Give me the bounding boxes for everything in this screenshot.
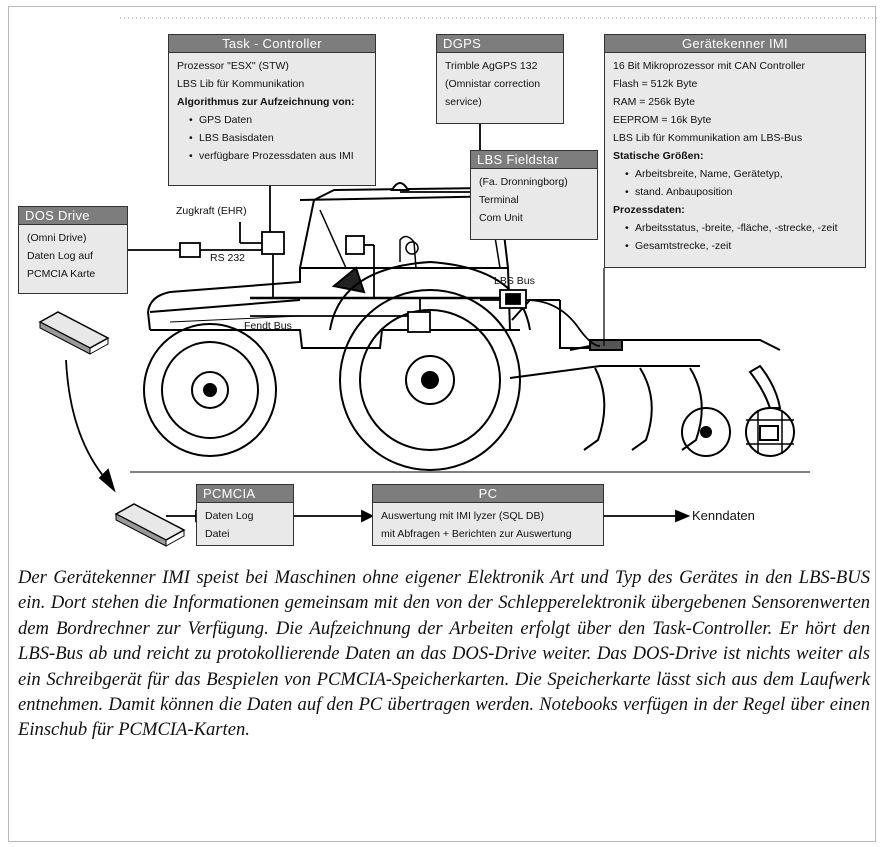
- tractor-system-diagram: [38, 17, 880, 547]
- rs232-label: RS 232: [210, 252, 246, 264]
- pcmcia-title: PCMCIA: [197, 485, 293, 503]
- box-line: EEPROM = 16k Byte: [613, 114, 712, 126]
- cultivator-illustration: [130, 300, 810, 473]
- box-line: Prozessdaten:: [613, 204, 685, 216]
- box-line: (Fa. Dronningborg): [479, 176, 568, 188]
- box-line: LBS Lib für Kommunikation am LBS-Bus: [613, 132, 803, 144]
- wiring: [128, 124, 605, 347]
- box-line: Com Unit: [479, 212, 523, 224]
- box-line: Trimble AgGPS 132: [445, 60, 538, 72]
- dos-drive-title: DOS Drive: [19, 207, 127, 225]
- kenndaten-label: Kenndaten: [692, 508, 755, 523]
- fendt-bus-label: Fendt Bus: [244, 320, 292, 332]
- box-line: stand. Anbauposition: [613, 183, 857, 201]
- figure-caption: Der Gerätekenner IMI speist bei Maschine…: [18, 567, 870, 741]
- box-line: (Omnistar correction: [445, 78, 541, 90]
- box-line: Datei: [205, 528, 230, 540]
- pcmcia-card-bottom: [114, 503, 186, 547]
- box-line: PCMCIA Karte: [27, 268, 96, 280]
- dgps-lines: Trimble AgGPS 132 (Omnistar correction ser…: [445, 57, 555, 111]
- box-line: LBS Lib für Kommunikation: [177, 78, 305, 90]
- box-line: RAM = 256k Byte: [613, 96, 695, 108]
- box-line: (Omni Drive): [27, 232, 87, 244]
- zugkraft-label: Zugkraft (EHR): [176, 205, 247, 217]
- box-line: Auswertung mit IMI lyzer (SQL DB): [381, 510, 544, 522]
- task-controller-box: Task - Controller Prozessor "ESX" (STW) L…: [168, 34, 376, 186]
- box-line: Arbeitsbreite, Name, Gerätetyp,: [613, 165, 857, 183]
- task-controller-title: Task - Controller: [169, 35, 375, 53]
- box-line: service): [445, 96, 482, 108]
- fieldstar-box: LBS Fieldstar (Fa. Dronningborg) Terminal…: [470, 150, 598, 240]
- lbs-bus-label: LBS Bus: [494, 275, 535, 287]
- imi-lines: 16 Bit Mikroprozessor mit CAN Controller…: [613, 57, 857, 255]
- box-line: Gesamtstrecke, -zeit: [613, 237, 857, 255]
- box-line: mit Abfragen + Berichten zur Auswertung: [381, 528, 572, 540]
- figure-frame: [8, 6, 876, 842]
- imi-title: Gerätekenner IMI: [605, 35, 865, 53]
- box-line: Flash = 512k Byte: [613, 78, 698, 90]
- box-line: GPS Daten: [177, 111, 367, 129]
- dgps-title: DGPS: [437, 35, 563, 53]
- task-controller-lines: Prozessor "ESX" (STW) LBS Lib für Kommuni…: [177, 57, 367, 165]
- imi-box: Gerätekenner IMI 16 Bit Mikroprozessor m…: [604, 34, 866, 268]
- dgps-box: DGPS Trimble AgGPS 132 (Omnistar correcti…: [436, 34, 564, 124]
- box-line: Prozessor "ESX" (STW): [177, 60, 289, 72]
- pc-title: PC: [373, 485, 603, 503]
- box-line: 16 Bit Mikroprozessor mit CAN Controller: [613, 60, 805, 72]
- fieldstar-title: LBS Fieldstar: [471, 151, 597, 169]
- box-line: Daten Log: [205, 510, 254, 522]
- box-line: LBS Basisdaten: [177, 129, 367, 147]
- box-line: Algorithmus zur Aufzeichnung von:: [177, 96, 355, 108]
- pcmcia-card-top: [38, 311, 110, 355]
- box-line: Statische Größen:: [613, 150, 704, 162]
- pc-box: PC Auswertung mit IMI lyzer (SQL DB) mit …: [372, 484, 604, 546]
- box-line: verfügbare Prozessdaten aus IMI: [177, 147, 367, 165]
- box-line: Terminal: [479, 194, 519, 206]
- pc-lines: Auswertung mit IMI lyzer (SQL DB) mit Abf…: [381, 507, 595, 543]
- box-line: Daten Log auf: [27, 250, 93, 262]
- box-line: Arbeitsstatus, -breite, -fläche, -streck…: [613, 219, 857, 237]
